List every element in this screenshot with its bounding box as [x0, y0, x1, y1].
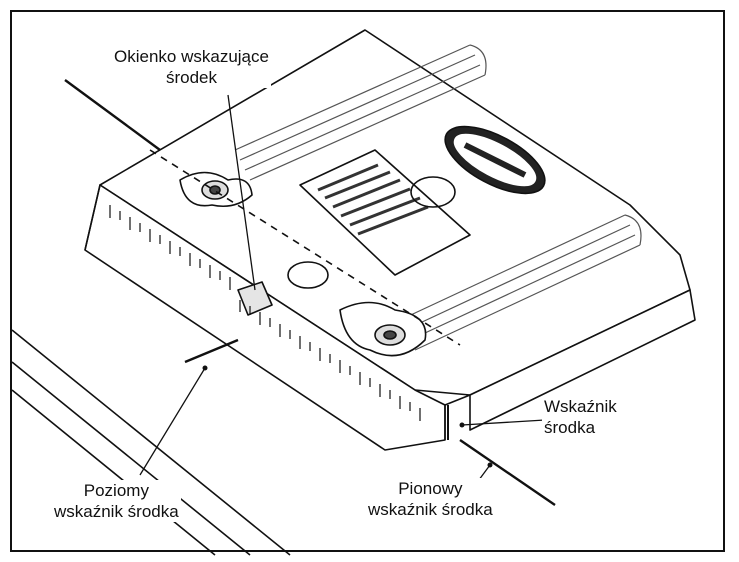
leader-center-indicator	[461, 419, 546, 426]
upper-slot	[234, 44, 487, 181]
label-center-indicator-line1: Wskaźnik	[544, 397, 617, 416]
brand-logo-oval	[444, 125, 546, 195]
center-dash-line	[149, 149, 461, 346]
round-hole	[410, 176, 456, 208]
horizontal-mark	[184, 338, 239, 364]
workpiece-board	[11, 329, 291, 556]
label-vertical-indicator: Pionowy wskaźnik środka	[366, 478, 495, 520]
label-center-indicator-line2: środka	[544, 418, 596, 437]
label-horizontal-indicator: Poziomy wskaźnik środka	[52, 480, 181, 522]
label-center-window: Okienko wskazujące środek	[112, 46, 271, 88]
label-center-window-line2: środek	[165, 68, 217, 87]
instruction-text-lines	[317, 163, 429, 236]
label-center-window-line1: Okienko wskazujące	[114, 47, 269, 66]
label-horizontal-indicator-line1: Poziomy	[83, 481, 149, 500]
leader-center-window	[227, 94, 256, 291]
wing-knob-right	[339, 301, 427, 357]
leader-horizontal-indicator	[139, 367, 206, 476]
reference-line-lower	[459, 439, 556, 506]
label-vertical-indicator-line1: Pionowy	[398, 479, 463, 498]
reference-line-upper	[64, 79, 161, 151]
label-center-indicator: Wskaźnik środka	[542, 396, 619, 438]
center-hole	[287, 261, 329, 289]
label-horizontal-indicator-line2: wskaźnik środka	[54, 502, 179, 521]
ruler-ticks	[109, 205, 421, 421]
label-vertical-indicator-line2: wskaźnik środka	[368, 500, 493, 519]
lower-slot	[399, 214, 642, 351]
